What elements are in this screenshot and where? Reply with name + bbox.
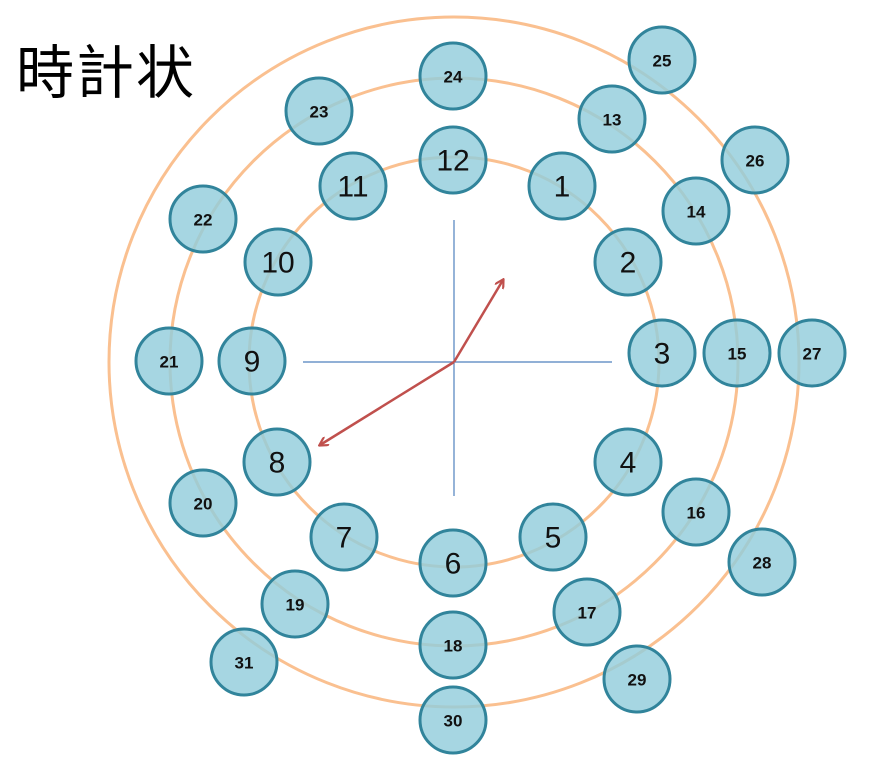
node-25: 25 <box>627 25 697 95</box>
node-label: 7 <box>336 522 353 555</box>
node-circle <box>661 176 731 246</box>
node-12: 12 <box>418 125 488 195</box>
node-label: 19 <box>286 596 305 615</box>
node-circle <box>527 151 597 221</box>
node-24: 24 <box>418 41 488 111</box>
node-3: 3 <box>627 318 697 388</box>
node-label: 23 <box>310 103 329 122</box>
node-label: 16 <box>687 504 706 523</box>
minute-hand-arrow <box>320 360 455 445</box>
node-label: 11 <box>337 171 368 204</box>
node-29: 29 <box>602 644 672 714</box>
node-16: 16 <box>661 477 731 547</box>
node-30: 30 <box>418 685 488 755</box>
node-31: 31 <box>209 627 279 697</box>
node-circle <box>242 427 312 497</box>
node-26: 26 <box>720 125 790 195</box>
node-circle <box>134 326 204 396</box>
node-label: 14 <box>687 203 706 222</box>
node-label: 8 <box>269 447 286 480</box>
clock-hands <box>320 280 503 445</box>
node-label: 6 <box>445 548 462 581</box>
node-circle <box>418 41 488 111</box>
node-circle <box>627 318 697 388</box>
node-7: 7 <box>309 502 379 572</box>
node-label: 10 <box>261 247 294 280</box>
node-circle <box>593 427 663 497</box>
node-circle <box>318 151 388 221</box>
node-circle <box>602 644 672 714</box>
node-circle <box>418 125 488 195</box>
node-9: 9 <box>217 326 287 396</box>
node-label: 5 <box>545 522 562 555</box>
node-13: 13 <box>577 84 647 154</box>
node-label: 12 <box>436 145 469 178</box>
hour-hand-arrow <box>452 280 503 363</box>
node-label: 28 <box>753 554 772 573</box>
node-circle <box>284 76 354 146</box>
node-label: 25 <box>653 52 672 71</box>
node-11: 11 <box>318 151 388 221</box>
node-2: 2 <box>593 227 663 297</box>
node-28: 28 <box>727 527 797 597</box>
node-label: 18 <box>444 637 463 656</box>
node-6: 6 <box>418 528 488 598</box>
node-19: 19 <box>260 569 330 639</box>
node-14: 14 <box>661 176 731 246</box>
node-22: 22 <box>168 184 238 254</box>
node-circle <box>777 318 847 388</box>
node-circle <box>552 577 622 647</box>
node-circle <box>518 502 588 572</box>
node-circle <box>209 627 279 697</box>
node-circle <box>418 610 488 680</box>
node-circle <box>577 84 647 154</box>
node-label: 9 <box>244 346 261 379</box>
node-8: 8 <box>242 427 312 497</box>
node-15: 15 <box>702 318 772 388</box>
node-circle <box>418 685 488 755</box>
node-27: 27 <box>777 318 847 388</box>
node-17: 17 <box>552 577 622 647</box>
node-label: 21 <box>160 353 179 372</box>
node-label: 15 <box>728 345 747 364</box>
node-label: 31 <box>235 654 254 673</box>
node-circle <box>168 184 238 254</box>
node-circle <box>702 318 772 388</box>
node-4: 4 <box>593 427 663 497</box>
diagram-title: 時計状 <box>16 39 197 107</box>
node-label: 27 <box>803 345 822 364</box>
axes <box>303 220 612 496</box>
node-23: 23 <box>284 76 354 146</box>
node-circle <box>217 326 287 396</box>
node-label: 3 <box>654 338 671 371</box>
node-label: 22 <box>194 211 213 230</box>
node-10: 10 <box>243 227 313 297</box>
node-label: 30 <box>444 712 463 731</box>
nodes: 1234567891011121314151617181920212223242… <box>134 25 847 755</box>
node-18: 18 <box>418 610 488 680</box>
node-label: 24 <box>444 68 463 87</box>
node-circle <box>243 227 313 297</box>
node-circle <box>727 527 797 597</box>
node-5: 5 <box>518 502 588 572</box>
node-circle <box>418 528 488 598</box>
node-21: 21 <box>134 326 204 396</box>
node-circle <box>661 477 731 547</box>
node-circle <box>309 502 379 572</box>
node-circle <box>627 25 697 95</box>
node-label: 20 <box>194 495 213 514</box>
node-label: 17 <box>578 604 597 623</box>
node-label: 2 <box>620 247 637 280</box>
node-label: 29 <box>628 671 647 690</box>
node-1: 1 <box>527 151 597 221</box>
node-label: 1 <box>554 171 571 204</box>
node-label: 13 <box>603 111 622 130</box>
node-20: 20 <box>168 468 238 538</box>
node-label: 26 <box>746 152 765 171</box>
node-circle <box>593 227 663 297</box>
node-circle <box>260 569 330 639</box>
node-circle <box>720 125 790 195</box>
node-circle <box>168 468 238 538</box>
node-label: 4 <box>620 447 637 480</box>
